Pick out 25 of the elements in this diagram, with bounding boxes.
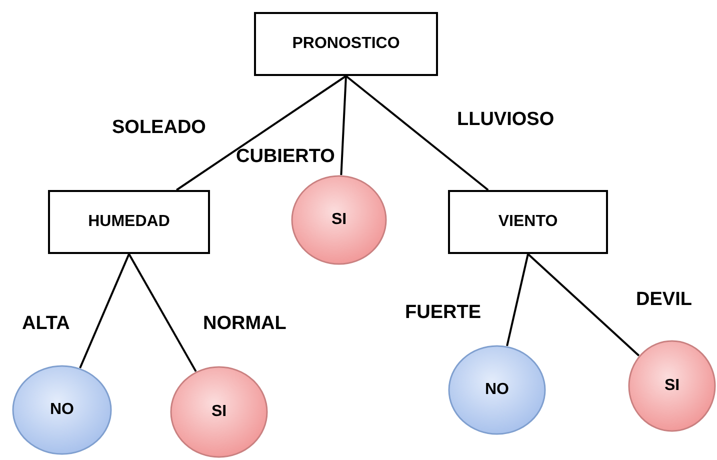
edge-label: NORMAL	[203, 313, 286, 335]
connector-line	[176, 75, 347, 191]
node-label: HUMEDAD	[88, 213, 170, 231]
connector-line	[527, 253, 640, 356]
node-label: NO	[485, 381, 509, 399]
connector-line	[79, 254, 130, 368]
node-label: SI	[211, 403, 227, 421]
edge-label: CUBIERTO	[236, 146, 335, 168]
node-label: PRONOSTICO	[292, 35, 400, 53]
edge-label: SOLEADO	[112, 117, 206, 139]
node-label: SI	[664, 377, 680, 395]
decision-box	[254, 12, 438, 76]
node-label: SI	[331, 211, 347, 229]
connector-line	[128, 254, 197, 372]
edge-label: FUERTE	[405, 302, 481, 324]
edge-label: LLUVIOSO	[457, 109, 554, 131]
edge-label: DEVIL	[636, 289, 692, 311]
decision-box	[448, 190, 608, 254]
node-label: NO	[50, 401, 74, 419]
node-label: VIENTO	[498, 213, 558, 231]
connector-line	[340, 76, 347, 176]
edge-label: ALTA	[22, 313, 70, 335]
decision-box	[48, 190, 210, 254]
connector-line	[506, 254, 529, 346]
connector-line	[345, 75, 489, 191]
